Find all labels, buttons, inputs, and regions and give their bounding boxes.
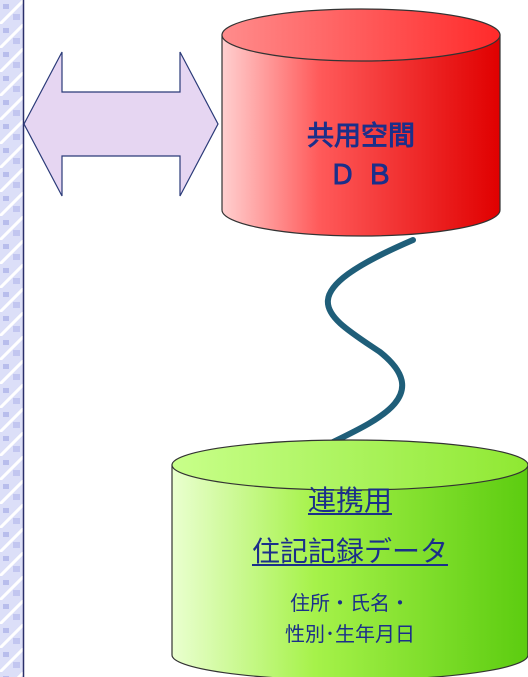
linked-records-title-line2: 住記記録データ: [251, 535, 448, 568]
shared-space-db-label-line2: ＤＢ: [329, 160, 403, 191]
shared-space-db-cylinder: [221, 8, 501, 237]
linked-records-db-cylinder: [171, 439, 528, 677]
background-map-strip: [0, 0, 25, 677]
connector-wave: [310, 237, 416, 455]
linked-records-title-line1: 連携用: [307, 484, 392, 517]
double-arrow-icon: [23, 51, 219, 197]
linked-records-detail-line2: 性別･生年月日: [285, 622, 415, 646]
linked-records-detail-line1: 住所・氏名・: [290, 591, 410, 615]
shared-space-db-label-line1: 共用空間: [307, 121, 415, 152]
